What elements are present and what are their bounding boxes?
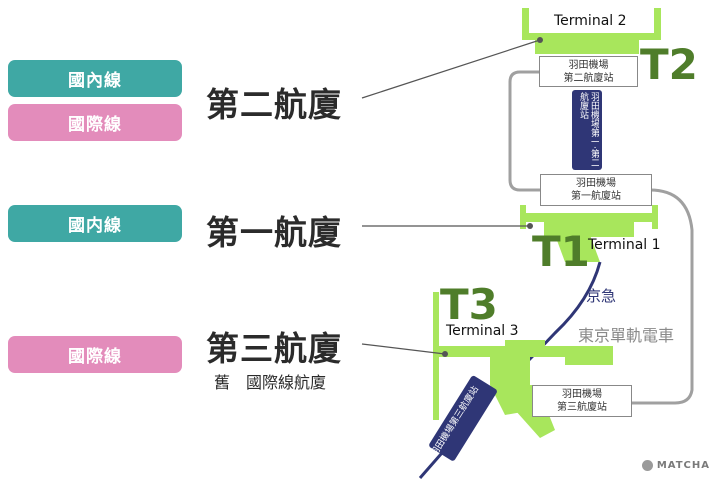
domestic-badge-terminal2: 國內線: [8, 60, 182, 97]
keikyu-station-t1t2-label: 羽田機場第一·第二航廈站: [578, 92, 599, 167]
station-name: 羽田機場: [576, 178, 616, 189]
monorail-line: [630, 188, 694, 405]
station-name: 第三航廈站: [557, 402, 607, 413]
station-name: 第一航廈站: [571, 191, 621, 202]
terminal2-code: T2: [640, 40, 698, 89]
brand-dot-icon: [641, 460, 653, 471]
monorail-station-terminal1: 羽田機場 第一航廈站: [540, 174, 652, 206]
station-name: 羽田機場: [568, 59, 609, 71]
station-name: 羽田機場: [562, 389, 602, 400]
terminal3-label: Terminal 3: [446, 323, 519, 339]
monorail-line: [508, 70, 545, 192]
terminal3-former-name: 舊 國際線航廈: [214, 373, 327, 392]
international-badge-terminal3: 國際線: [8, 336, 182, 373]
terminal3-code: T3: [440, 280, 498, 329]
domestic-badge-terminal1: 國内線: [8, 205, 182, 242]
monorail-station-terminal2: 羽田機場 第二航廈站: [539, 56, 638, 87]
pointer-terminal3: [361, 343, 446, 355]
terminal1-name: 第一航廈: [206, 213, 342, 252]
brand-name: MATCHA: [656, 460, 710, 471]
terminal2-name: 第二航廈: [206, 85, 342, 124]
terminal1-label: Terminal 1: [588, 237, 661, 253]
keikyu-station-t3: [429, 375, 497, 461]
keikyu-line-label: 京急: [586, 287, 617, 305]
monorail-station-terminal3: 羽田機場 第三航廈站: [532, 385, 632, 417]
brand-logo: MATCHA: [641, 460, 710, 471]
pointer-terminal2: [361, 39, 541, 99]
keikyu-station-t1t2: [572, 90, 602, 170]
terminal2-label: Terminal 2: [554, 13, 627, 29]
international-badge-terminal2: 國際線: [8, 104, 182, 141]
station-name: 第二航廈站: [563, 72, 614, 84]
terminal1-code: T1: [532, 227, 590, 276]
terminal-3-building: [433, 292, 613, 438]
terminal3-name: 第三航廈: [206, 329, 342, 368]
monorail-line-label: 東京單軌電車: [578, 326, 675, 345]
terminal-1-building: [520, 205, 658, 262]
terminal-2-building: [522, 8, 661, 54]
